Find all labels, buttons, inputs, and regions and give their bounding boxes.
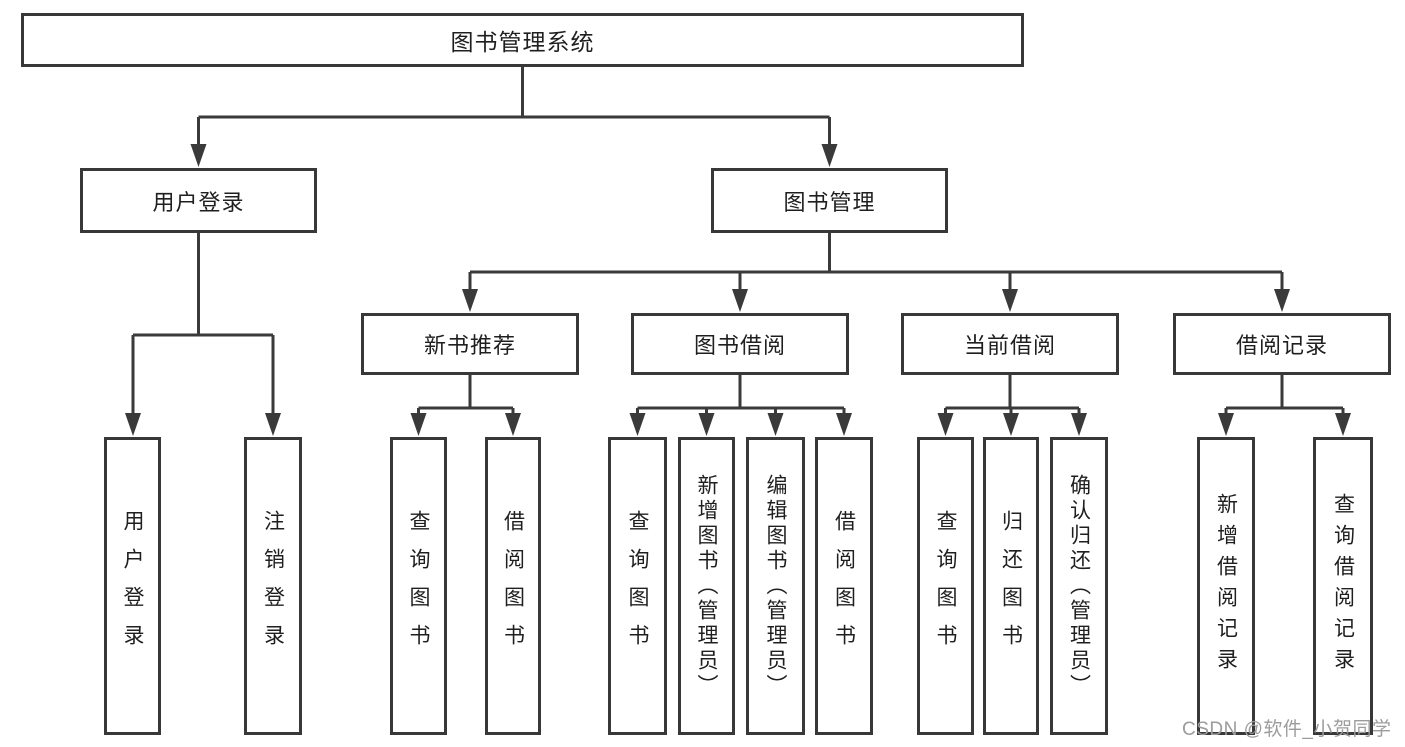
connector-borrow-rec-children bbox=[1224, 375, 1345, 420]
leaf-label: 注销登录 bbox=[261, 510, 285, 662]
watermark-text: CSDN @软件_小贺同学 bbox=[1182, 719, 1392, 740]
connector-book-mgmt-children bbox=[468, 233, 1284, 296]
leaf-user-login: 用户登录 bbox=[104, 437, 161, 735]
node-borrow-records: 借阅记录 bbox=[1173, 313, 1391, 375]
leaf-label: 借阅图书 bbox=[832, 510, 856, 662]
leaf-confirm-return-admin: 确认归还（管理员） bbox=[1050, 437, 1108, 735]
leaf-label: 编辑图书（管理员） bbox=[764, 473, 787, 699]
leaf-borrow-books-recommend: 借阅图书 bbox=[485, 437, 541, 735]
leaf-query-books-borrow: 查询图书 bbox=[608, 437, 667, 735]
leaf-label: 确认归还（管理员） bbox=[1067, 473, 1091, 699]
leaf-borrow-books: 借阅图书 bbox=[815, 437, 873, 735]
leaf-label: 查询图书 bbox=[626, 510, 649, 662]
node-new-book-recommend: 新书推荐 bbox=[361, 313, 579, 375]
connector-root-to-level2 bbox=[197, 66, 831, 150]
leaf-label: 查询图书 bbox=[934, 510, 957, 662]
node-root: 图书管理系统 bbox=[21, 13, 1024, 67]
leaf-query-books-current: 查询图书 bbox=[917, 437, 974, 735]
connector-cur-borrow-children bbox=[944, 375, 1081, 420]
leaf-label: 用户登录 bbox=[121, 510, 144, 662]
leaf-add-borrow-record: 新增借阅记录 bbox=[1197, 437, 1255, 735]
leaf-label: 借阅图书 bbox=[501, 510, 525, 662]
leaf-label: 查询借阅记录 bbox=[1331, 493, 1355, 679]
node-user-login: 用户登录 bbox=[80, 168, 317, 233]
leaf-edit-books-admin: 编辑图书（管理员） bbox=[746, 437, 805, 735]
connector-book-borrow-children bbox=[636, 375, 846, 420]
leaf-label: 归还图书 bbox=[999, 510, 1023, 662]
leaf-query-borrow-record: 查询借阅记录 bbox=[1313, 437, 1373, 735]
node-book-borrow: 图书借阅 bbox=[631, 313, 849, 375]
leaf-add-books-admin: 新增图书（管理员） bbox=[678, 437, 735, 735]
leaf-label: 查询图书 bbox=[407, 510, 430, 662]
leaf-return-books: 归还图书 bbox=[983, 437, 1039, 735]
leaf-label: 新增借阅记录 bbox=[1214, 493, 1238, 679]
node-current-borrow: 当前借阅 bbox=[901, 313, 1119, 375]
leaf-logout: 注销登录 bbox=[244, 437, 302, 735]
connector-user-login-children bbox=[131, 233, 275, 420]
connector-new-book-children bbox=[417, 375, 515, 420]
node-book-management: 图书管理 bbox=[711, 168, 948, 233]
leaf-query-books-recommend: 查询图书 bbox=[390, 437, 447, 735]
leaf-label: 新增图书（管理员） bbox=[695, 473, 718, 699]
